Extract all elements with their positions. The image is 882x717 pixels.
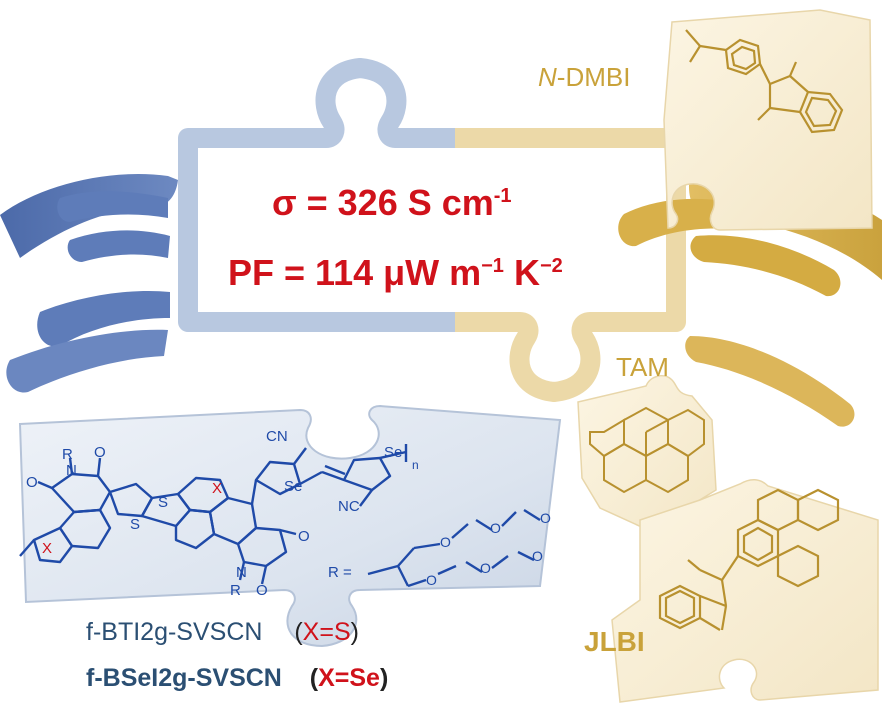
chain-o-c: O [540, 510, 551, 526]
gold-hand-finger2 [690, 235, 841, 297]
atom-o-1: O [26, 474, 38, 491]
tam-label: TAM [616, 352, 669, 382]
atom-s-1: S [158, 494, 169, 511]
ndmbi-italic: N [538, 62, 557, 92]
polymer2-x-open: ( [309, 664, 319, 692]
polymer2-x-value: X=Se [318, 664, 380, 692]
puzzle-outline-blue [178, 58, 455, 332]
blue-hand-finger1 [57, 191, 169, 222]
atom-r-2: R [230, 582, 241, 599]
tam-structure [589, 406, 705, 494]
polymer2-x-close: ) [379, 664, 389, 692]
sigma-text: σ = 326 S cm [272, 182, 494, 223]
conductivity-label: σ = 326 S cm-1 [272, 182, 512, 224]
polymer2-name: f-BSeI2g-SVSCN [86, 664, 282, 692]
puzzle-outline-gold [455, 128, 686, 402]
atom-o-3: O [256, 582, 268, 599]
polymer1-label: f-BTI2g-SVSCN (X=S) [86, 618, 359, 647]
polymer2-label: f-BSeI2g-SVSCN (X=Se) [86, 664, 388, 693]
polymer1-name: f-BTI2g-SVSCN [86, 618, 263, 646]
blue-hand-lower [37, 290, 170, 347]
atom-se-mid: Se [284, 478, 303, 495]
atom-r-1: R [62, 446, 73, 463]
chain-o-e: O [480, 560, 491, 576]
polymer1-x-open: ( [294, 618, 303, 646]
atom-o-2: O [94, 444, 106, 461]
atom-n-2: N [236, 564, 247, 581]
polymer-sheet [18, 404, 562, 648]
atom-cn-top: CN [266, 428, 288, 445]
polymer1-x-close: ) [350, 618, 359, 646]
pf-sup1: −1 [481, 255, 504, 277]
jlbi-label: JLBI [584, 626, 645, 657]
ndmbi-structure [685, 29, 844, 134]
blue-hand-thumb [6, 329, 169, 393]
chain-o-f: O [532, 548, 543, 564]
blue-hand-finger2 [67, 230, 170, 262]
ndmbi-label: N-DMBI [538, 62, 630, 93]
gold-hand-lower [685, 336, 855, 427]
chain-o-b: O [490, 520, 501, 536]
sigma-sup: -1 [493, 185, 512, 207]
atom-x-2: X [42, 540, 53, 557]
ndmbi-piece [663, 9, 873, 231]
atom-x-1: X [212, 480, 223, 497]
atom-n-sub: n [412, 458, 419, 472]
ndmbi-rest: -DMBI [556, 62, 631, 92]
atom-nc: NC [338, 498, 360, 515]
pf-text: PF = 114 μW m [228, 252, 482, 293]
pf-mid: K [503, 252, 540, 293]
pf-sup2: −2 [539, 255, 563, 277]
chain-o-a: O [440, 534, 451, 550]
jlbi-piece [611, 479, 879, 703]
r-definition-label: R = [328, 564, 352, 581]
power-factor-label: PF = 114 μW m−1 K−2 [228, 252, 563, 294]
polymer1-x-value: X=S [302, 618, 351, 646]
atom-n-1: N [66, 462, 77, 479]
jlbi-structure [658, 488, 840, 631]
polymer-structure [19, 444, 541, 588]
chain-o-d: O [426, 572, 437, 588]
atom-se-top: Se [384, 444, 403, 461]
atom-o-4: O [298, 528, 310, 545]
atom-s-2: S [130, 516, 141, 533]
